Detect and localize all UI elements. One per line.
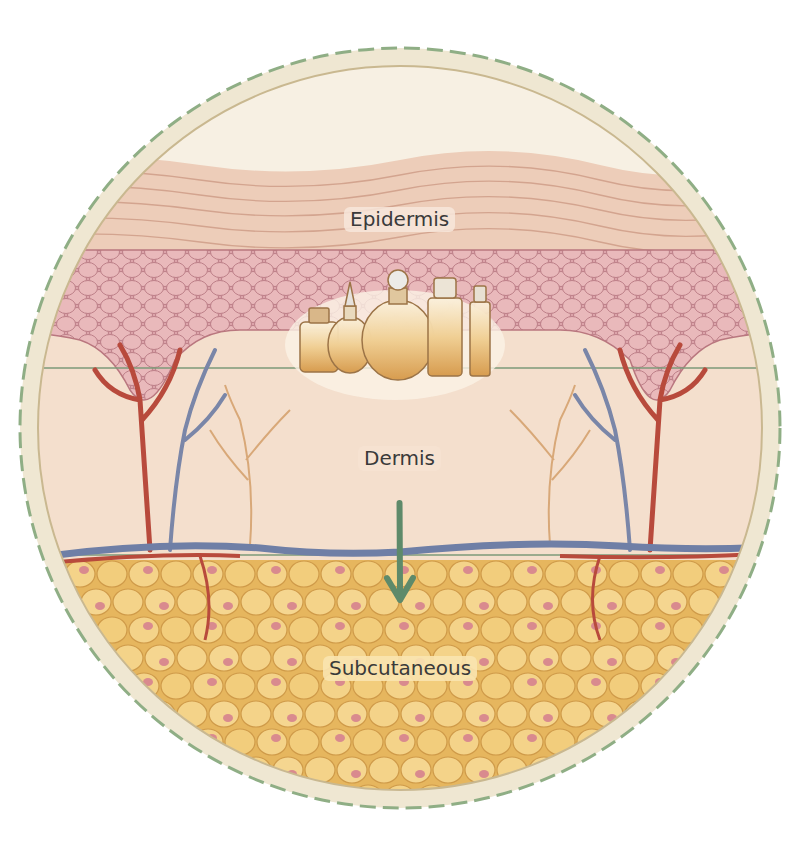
skin-layer-label: Subcutaneous [315, 600, 485, 685]
layer-name: Dermis [358, 446, 441, 471]
skin-layer-label: Dermis [350, 442, 449, 503]
layer-name: Epidermis [344, 207, 455, 232]
layer-name: Subcutaneous [323, 656, 477, 681]
flow-arrow [387, 503, 413, 600]
skin-layer-label: Epidermis [336, 204, 463, 235]
